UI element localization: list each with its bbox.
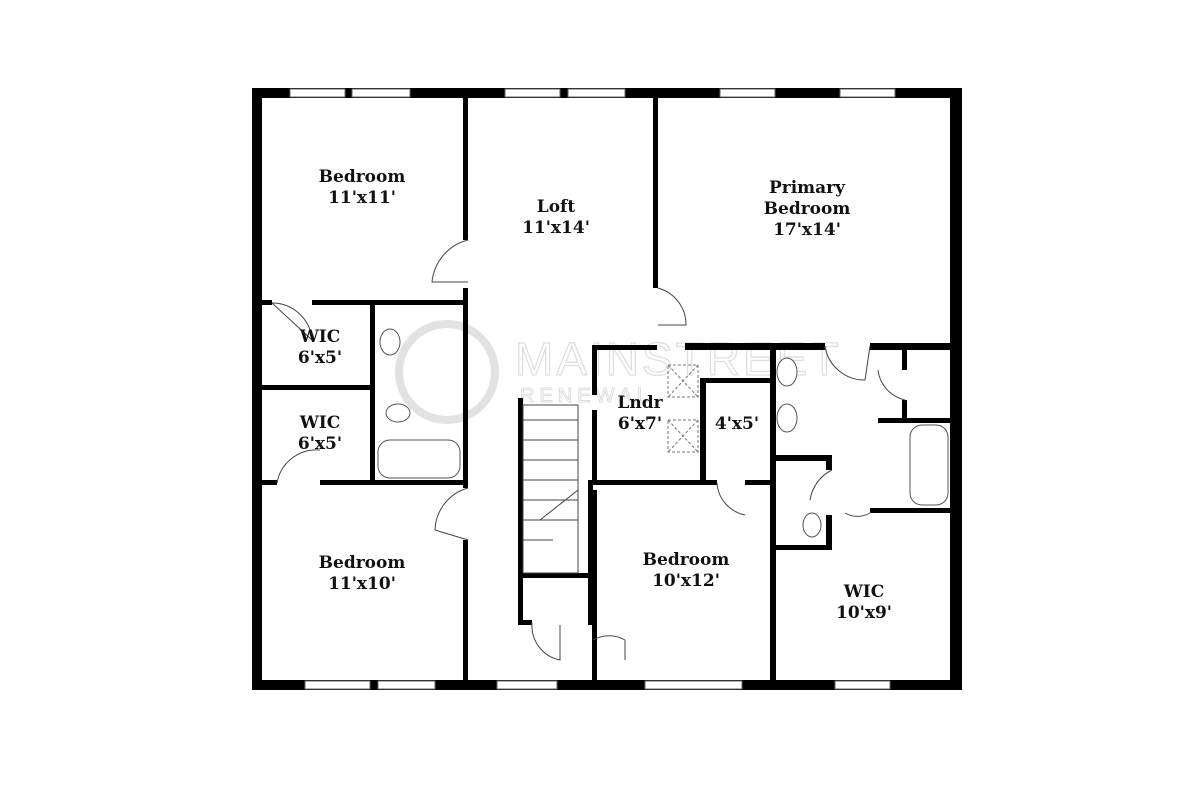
room-name: WIC: [299, 327, 341, 347]
washer-dryer-icon: [667, 364, 699, 453]
room-name: Primary: [769, 178, 846, 198]
room-name: Lndr: [617, 393, 663, 413]
room-size: 4'x5': [715, 414, 759, 434]
room-size: 10'x12': [652, 571, 720, 591]
room-size: 17'x14': [773, 220, 841, 240]
room-name: Bedroom: [319, 167, 406, 187]
fixtures: [377, 328, 949, 538]
room-size: 11'x14': [522, 218, 590, 238]
room-size: 11'x10': [328, 574, 396, 594]
stairs: [522, 404, 579, 574]
room-size: 6'x5': [298, 348, 342, 368]
bathtub-icon: [909, 424, 949, 506]
room-name: Bedroom: [764, 199, 851, 219]
room-size: 6'x7': [618, 414, 662, 434]
sink-icon: [776, 357, 798, 387]
interior-walls: [262, 98, 950, 680]
bathtub-icon: [377, 439, 461, 479]
toilet-icon: [385, 403, 411, 423]
room-name: Bedroom: [643, 550, 730, 570]
room-size: 10'x9': [836, 603, 892, 623]
toilet-icon: [802, 512, 822, 538]
windows: [289, 88, 896, 690]
room-labels: Bedroom 11'x11' Loft 11'x14' Primary Bed…: [298, 167, 892, 623]
room-name: Loft: [537, 197, 576, 217]
watermark-subtext: RENEWAL: [520, 385, 653, 407]
doors: [271, 239, 906, 661]
room-name: WIC: [843, 582, 885, 602]
room-name: Bedroom: [319, 553, 406, 573]
room-size: 11'x11': [328, 188, 396, 208]
room-size: 6'x5': [298, 434, 342, 454]
sink-icon: [776, 403, 798, 433]
room-name: WIC: [299, 413, 341, 433]
sink-icon: [379, 328, 401, 356]
